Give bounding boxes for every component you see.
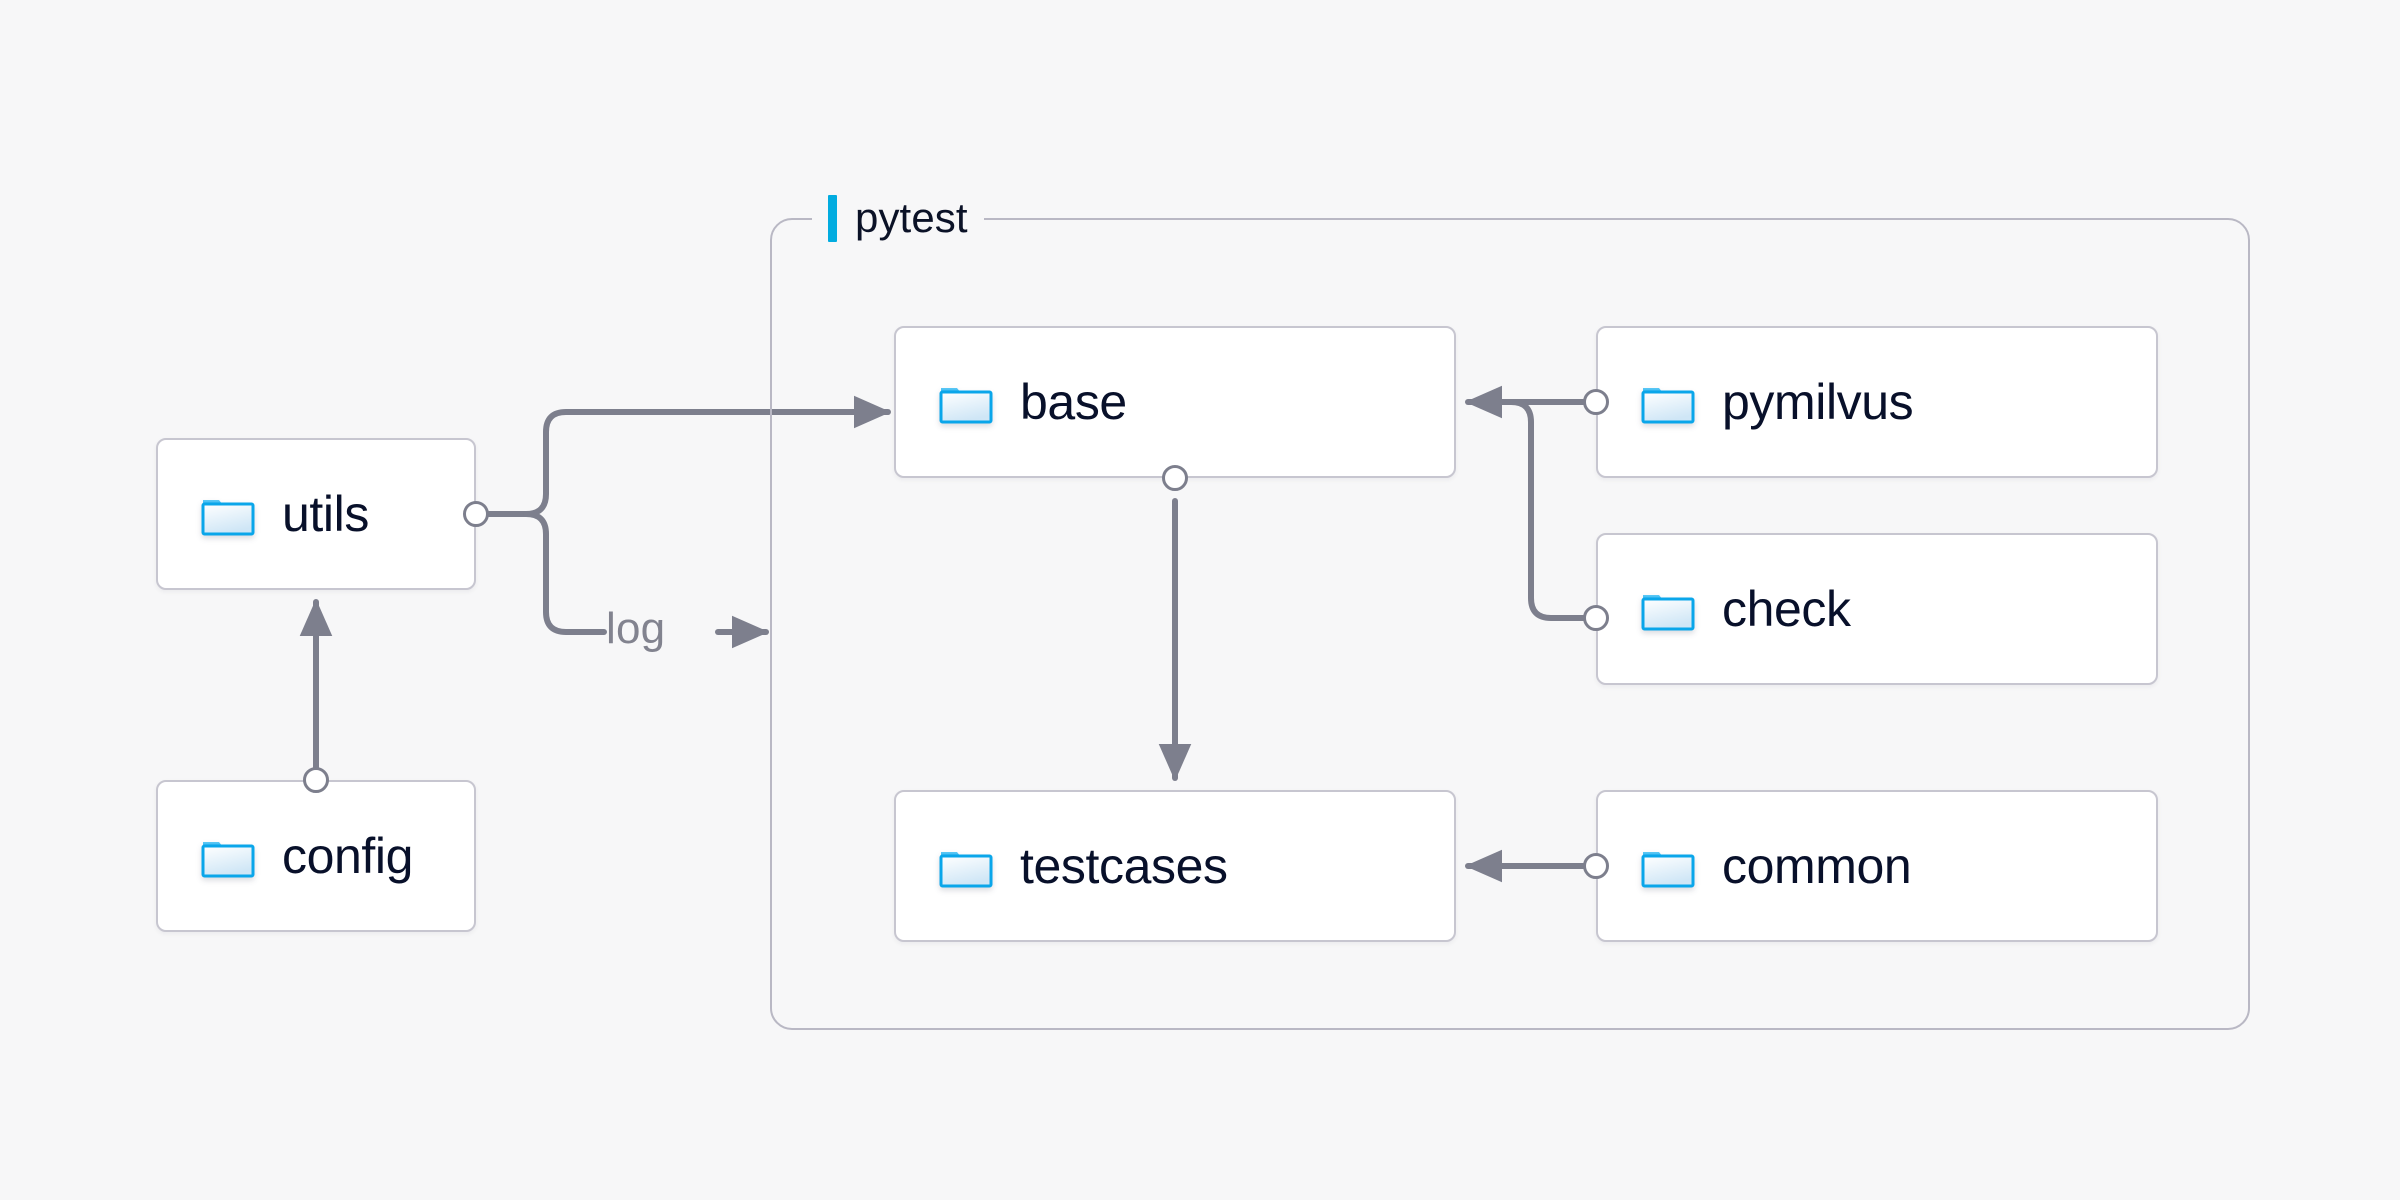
folder-icon	[1641, 852, 1695, 888]
node-base-content: base	[896, 373, 1127, 431]
node-config-label: config	[282, 828, 414, 884]
node-utils[interactable]: utils	[156, 438, 476, 590]
folder-icon	[1641, 595, 1695, 631]
edge-utils-to-log-stub	[523, 511, 607, 635]
port-check-left[interactable]	[1583, 605, 1609, 631]
group-pytest[interactable]	[770, 218, 2250, 1030]
port-config-top[interactable]	[303, 767, 329, 793]
node-testcases-content: testcases	[896, 837, 1228, 895]
port-common-left[interactable]	[1583, 853, 1609, 879]
port-base-bottom[interactable]	[1162, 465, 1188, 491]
accent-bar-marker-icon	[828, 194, 837, 242]
folder-icon	[201, 500, 255, 536]
group-pytest-label: pytest	[855, 194, 968, 241]
folder-icon	[939, 388, 993, 424]
node-check[interactable]: check	[1596, 533, 2158, 685]
node-base[interactable]: base	[894, 326, 1456, 478]
node-base-label: base	[1020, 374, 1127, 430]
folder-icon	[939, 852, 993, 888]
node-pymilvus[interactable]: pymilvus	[1596, 326, 2158, 478]
group-pytest-label-wrap: pytest	[812, 190, 984, 246]
node-common-content: common	[1598, 837, 1912, 895]
node-utils-label: utils	[282, 486, 369, 542]
node-config[interactable]: config	[156, 780, 476, 932]
node-check-label: check	[1722, 581, 1851, 637]
node-testcases[interactable]: testcases	[894, 790, 1456, 942]
node-utils-content: utils	[158, 485, 369, 543]
port-pymilvus-left[interactable]	[1583, 389, 1609, 415]
node-pymilvus-label: pymilvus	[1722, 374, 1914, 430]
node-common-label: common	[1722, 838, 1912, 894]
node-testcases-label: testcases	[1020, 838, 1228, 894]
node-config-content: config	[158, 827, 413, 885]
node-common[interactable]: common	[1596, 790, 2158, 942]
edge-label-log: log	[606, 604, 666, 653]
folder-icon	[1641, 388, 1695, 424]
node-check-content: check	[1598, 580, 1851, 638]
folder-icon	[201, 842, 255, 878]
port-utils-right[interactable]	[463, 501, 489, 527]
node-pymilvus-content: pymilvus	[1598, 373, 1914, 431]
